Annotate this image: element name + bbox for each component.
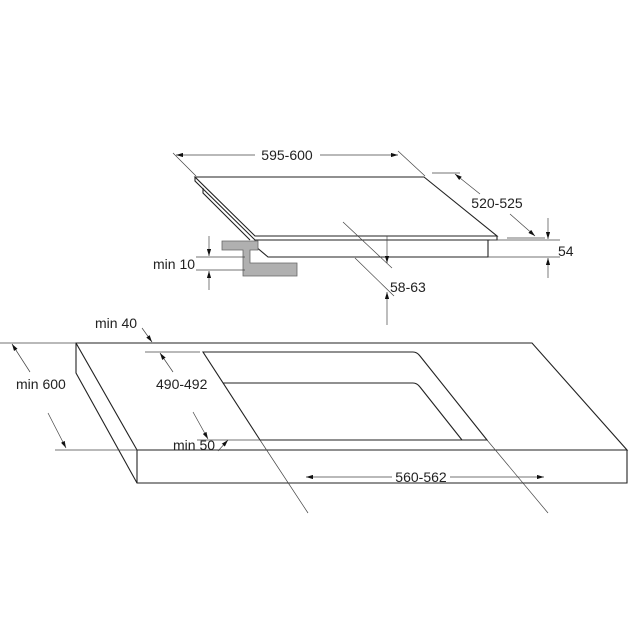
- label-hob-width: 595-600: [261, 147, 313, 163]
- dimension-rear-clearance: min 40: [95, 315, 153, 343]
- dimension-worktop-depth: min 600: [0, 342, 137, 451]
- dimension-cutout-clearance: 58-63: [342, 221, 426, 325]
- label-min-gap: min 10: [153, 256, 195, 272]
- label-rear-clearance: min 40: [95, 315, 137, 331]
- worktop-top: [75, 342, 629, 451]
- label-hob-height: 54: [558, 243, 574, 259]
- worktop-front: [75, 343, 628, 484]
- dimension-hob-depth: 520-525: [432, 172, 545, 239]
- hob-side: [202, 188, 251, 241]
- label-cutout-width: 560-562: [395, 469, 447, 485]
- worktop: [75, 342, 629, 484]
- dimension-cutout-depth: 490-492: [145, 351, 260, 441]
- mounting-bracket: [221, 240, 298, 277]
- cutout-outer: [201, 351, 489, 441]
- cutout-inner: [223, 382, 463, 441]
- dimension-cutout-width: 560-562: [259, 439, 549, 514]
- label-worktop-depth: min 600: [16, 376, 66, 392]
- label-hob-depth: 520-525: [471, 195, 523, 211]
- dimension-hob-height: 54: [488, 218, 574, 278]
- label-front-clearance: min 50: [173, 437, 215, 453]
- dimension-min-gap: min 10: [153, 236, 245, 290]
- dimension-hob-width: 595-600: [172, 147, 426, 177]
- label-cutout-clearance: 58-63: [390, 279, 426, 295]
- dimension-front-clearance: min 50: [173, 437, 229, 453]
- hob-top-surface: [193, 176, 499, 237]
- label-cutout-depth: 490-492: [156, 376, 208, 392]
